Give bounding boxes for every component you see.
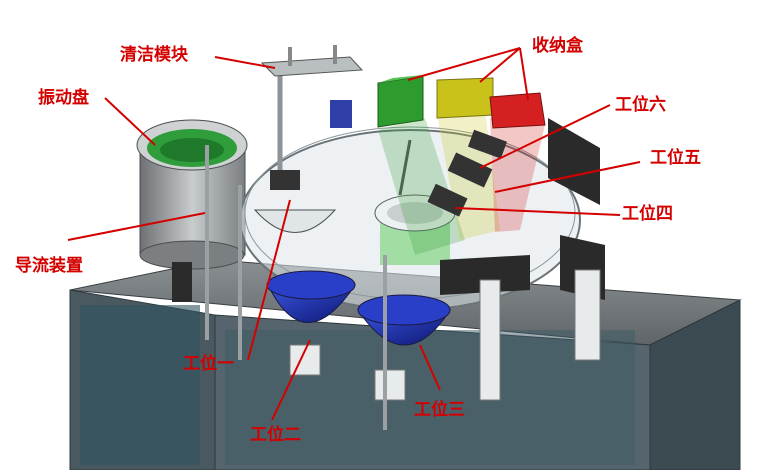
label-station-three: 工位三: [414, 400, 465, 420]
support-rods: [205, 145, 387, 430]
label-storage-box: 收纳盒: [532, 36, 583, 56]
brackets: [289, 118, 605, 401]
label-station-six: 工位六: [615, 95, 666, 115]
annotation-lines: [67, 47, 641, 421]
label-cleaning-module: 清洁模块: [120, 45, 188, 65]
station-bowls: [253, 209, 451, 346]
label-station-two: 工位二: [250, 425, 301, 445]
machine-cabinet: [69, 259, 742, 470]
label-guide-device: 导流装置: [15, 256, 83, 276]
cleaning-module: [260, 45, 364, 175]
label-vibration-plate: 振动盘: [38, 88, 89, 108]
central-carousel: [374, 139, 456, 265]
label-station-five: 工位五: [650, 148, 701, 168]
vibration-plate: [136, 119, 248, 302]
label-station-one: 工位一: [183, 354, 234, 374]
label-station-four: 工位四: [622, 204, 673, 224]
